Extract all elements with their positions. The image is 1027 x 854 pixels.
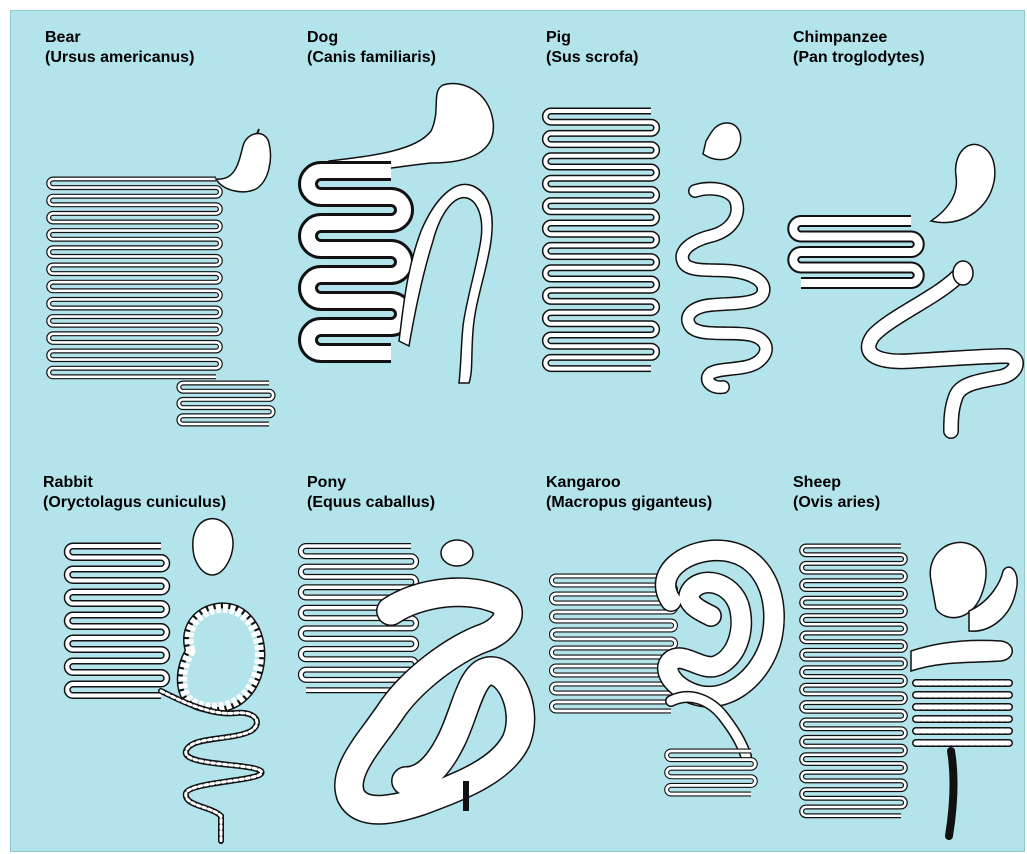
small-intestine-sheep — [802, 546, 906, 816]
diagram-panel: Bear (Ursus americanus) Dog (Canis famil… — [10, 10, 1025, 852]
gut-sheep — [11, 11, 1026, 853]
cecum-sheep — [916, 683, 1009, 743]
omasum-sheep — [911, 640, 1012, 671]
intestine-tube-fill — [802, 546, 906, 816]
intestine-tube-outline — [802, 546, 906, 816]
rectum-sheep — [949, 751, 954, 836]
